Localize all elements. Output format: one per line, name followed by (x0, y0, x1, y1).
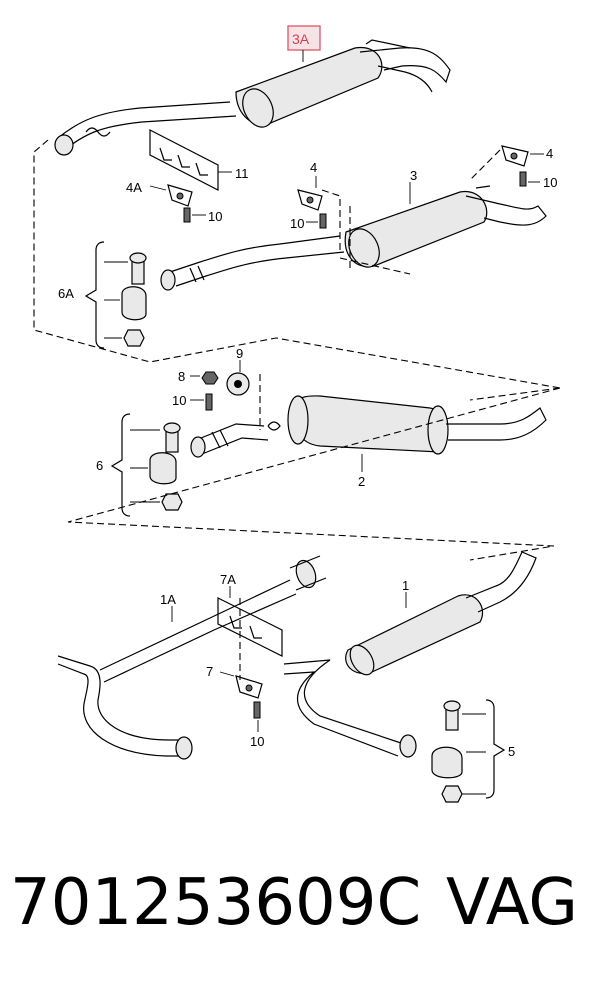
rear-muffler-3: 3 (160, 168, 547, 291)
hanger-4-mid: 4 10 (290, 160, 341, 250)
front-pipe-1A: 1A (57, 555, 327, 760)
label-10c: 10 (543, 175, 557, 190)
label-4-right: 4 (546, 146, 553, 161)
label-10b: 10 (290, 216, 304, 231)
label-9: 9 (236, 346, 243, 361)
hanger-4-right: 4 10 (469, 145, 557, 190)
brand-name: VAG (446, 866, 578, 940)
label-6A: 6A (58, 286, 74, 301)
clamp-group-6: 6 (96, 413, 183, 517)
highlight-box (287, 25, 321, 51)
label-1A: 1A (160, 592, 176, 607)
bracket-11: 11 (149, 129, 249, 191)
mount-9-8-10: 9 8 10 (172, 346, 261, 430)
label-6: 6 (96, 458, 103, 473)
label-1: 1 (402, 578, 409, 593)
label-4A: 4A (126, 180, 142, 195)
label-4-mid: 4 (310, 160, 317, 175)
clamp-group-5: 5 (431, 699, 515, 803)
front-muffler-1: 1 (283, 551, 537, 758)
label-7: 7 (206, 664, 213, 679)
bracket-7A: 7A (217, 572, 283, 680)
label-7A: 7A (220, 572, 236, 587)
exhaust-system-diagram: 3A 11 4A 10 3 4 10 (33, 25, 561, 803)
label-10e: 10 (250, 734, 264, 749)
label-2: 2 (358, 474, 365, 489)
label-3A: 3A (292, 31, 310, 47)
label-10a: 10 (208, 209, 222, 224)
hanger-4A: 4A 10 (126, 180, 222, 224)
label-5: 5 (508, 744, 515, 759)
part-number: 701253609C (10, 866, 422, 940)
clamp-group-6A: 6A (58, 241, 147, 349)
label-11: 11 (235, 166, 249, 181)
middle-muffler-2: 2 (190, 395, 547, 489)
rear-muffler-3A: 3A (54, 25, 451, 156)
label-8: 8 (178, 369, 185, 384)
label-10d: 10 (172, 393, 186, 408)
label-3: 3 (410, 168, 417, 183)
hanger-7: 7 10 (206, 664, 264, 749)
